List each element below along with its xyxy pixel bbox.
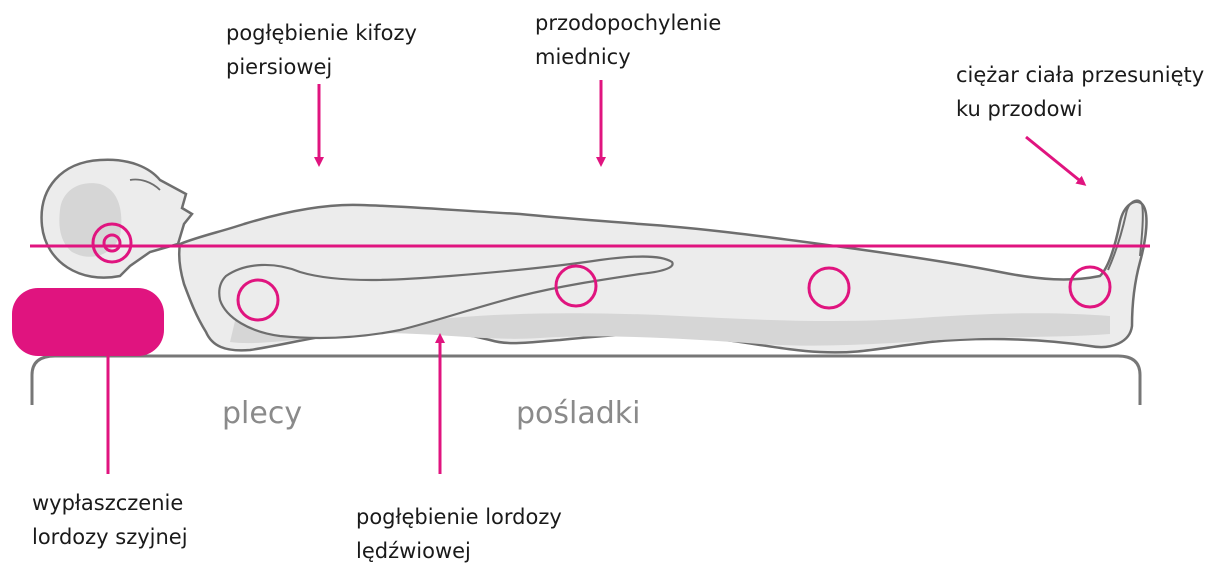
- cervical-label-line1: wypłaszczenie: [32, 486, 188, 520]
- arrow-diagonal-icon: [1026, 137, 1084, 184]
- cervical-label-line2: lordozy szyjnej: [32, 520, 188, 554]
- thoracic-label-line2: piersiowej: [226, 50, 417, 84]
- thoracic-kyphosis-label: pogłębienie kifozy piersiowej: [226, 16, 417, 84]
- weight-shift-label: ciężar ciała przesunięty ku przodowi: [956, 58, 1204, 126]
- pelvic-tilt-label: przodopochylenie miednicy: [535, 6, 721, 74]
- pelvis-label-line2: miednicy: [535, 40, 721, 74]
- region-label-back: plecy: [222, 396, 302, 431]
- thoracic-label-line1: pogłębienie kifozy: [226, 16, 417, 50]
- lumbar-label-line1: pogłębienie lordozy: [356, 500, 562, 534]
- lumbar-label-line2: lędźwiowej: [356, 534, 562, 568]
- cervical-lordosis-label: wypłaszczenie lordozy szyjnej: [32, 486, 188, 554]
- weight-label-line2: ku przodowi: [956, 92, 1204, 126]
- weight-label-line1: ciężar ciała przesunięty: [956, 58, 1204, 92]
- human-figure: [42, 160, 1147, 353]
- pelvis-label-line1: przodopochylenie: [535, 6, 721, 40]
- pillow: [12, 288, 164, 356]
- region-label-buttocks: pośladki: [516, 396, 641, 431]
